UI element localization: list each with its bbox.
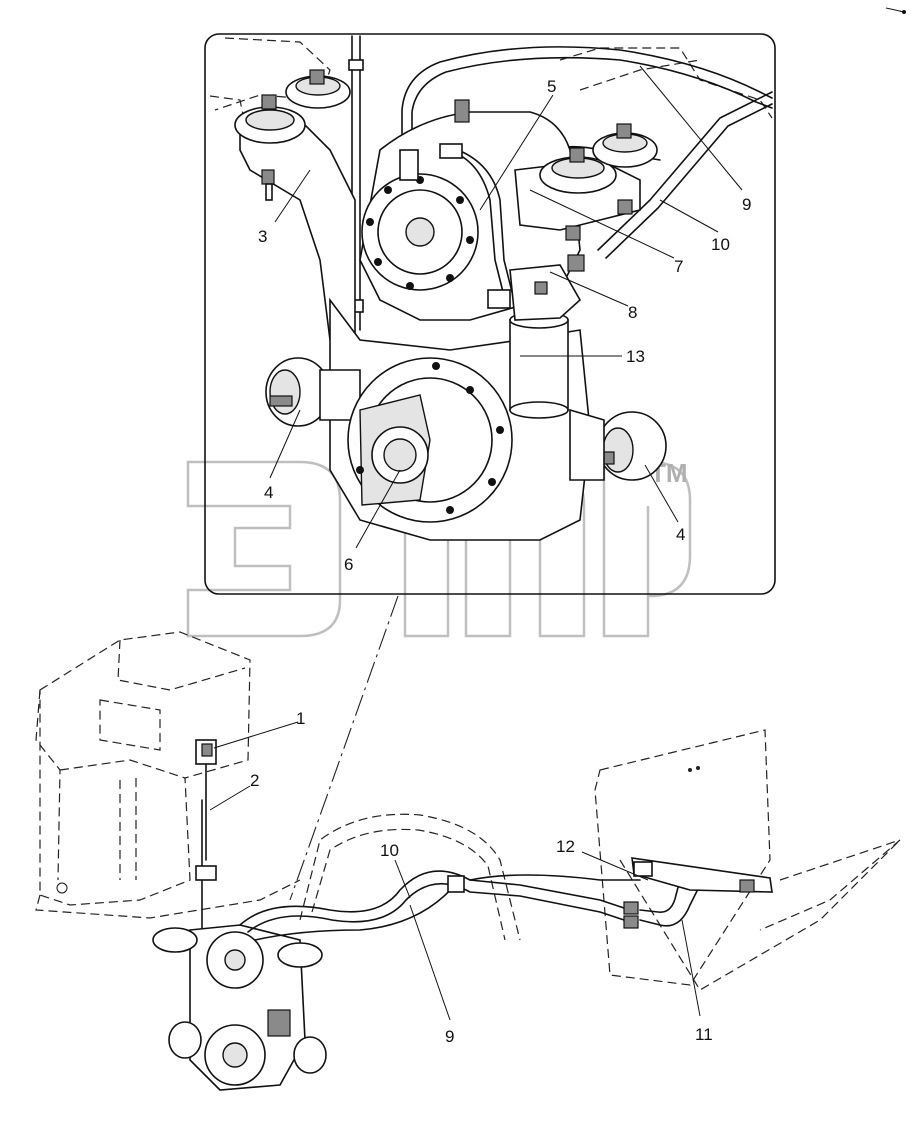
callout-8: 8 bbox=[628, 303, 637, 322]
assembly-gearbox bbox=[152, 924, 327, 1091]
callout-4-left: 4 bbox=[264, 483, 273, 502]
detail-frame bbox=[204, 33, 776, 595]
assembly-callouts: 1 2 10 9 12 11 bbox=[209, 709, 713, 1046]
detail-callouts: 5 3 9 10 7 8 13 4 4 6 bbox=[258, 65, 751, 574]
callout-10-detail: 10 bbox=[711, 235, 730, 254]
callout-4-right: 4 bbox=[676, 525, 685, 544]
output-flange-6 bbox=[347, 357, 513, 523]
callout-10-assembly: 10 bbox=[380, 841, 399, 860]
corner-mark bbox=[885, 7, 906, 14]
flange-bolts bbox=[366, 176, 474, 290]
callout-3: 3 bbox=[258, 227, 267, 246]
callout-5: 5 bbox=[547, 77, 556, 96]
detail-reference-line bbox=[289, 595, 399, 901]
hose-9-upper bbox=[401, 46, 773, 161]
callout-13: 13 bbox=[626, 347, 645, 366]
callout-9-detail: 9 bbox=[742, 195, 751, 214]
hoses-9-10-assembly bbox=[239, 870, 641, 941]
left-mount-bracket bbox=[234, 69, 356, 341]
hoses-11-12 bbox=[631, 857, 773, 927]
callout-11: 11 bbox=[695, 1025, 713, 1044]
sensor-1 bbox=[195, 739, 217, 931]
callout-9-assembly: 9 bbox=[445, 1027, 454, 1046]
right-mount-4 bbox=[569, 408, 667, 481]
callout-12: 12 bbox=[556, 837, 575, 856]
filter-13 bbox=[509, 254, 585, 419]
cab-frame-outline bbox=[35, 631, 301, 919]
fender-outline bbox=[299, 813, 521, 941]
callout-6: 6 bbox=[344, 555, 353, 574]
callout-1: 1 bbox=[296, 709, 305, 728]
callout-2: 2 bbox=[250, 771, 259, 790]
hose-5 bbox=[399, 143, 515, 309]
right-mount-bracket bbox=[514, 123, 658, 241]
callout-7: 7 bbox=[674, 257, 683, 276]
